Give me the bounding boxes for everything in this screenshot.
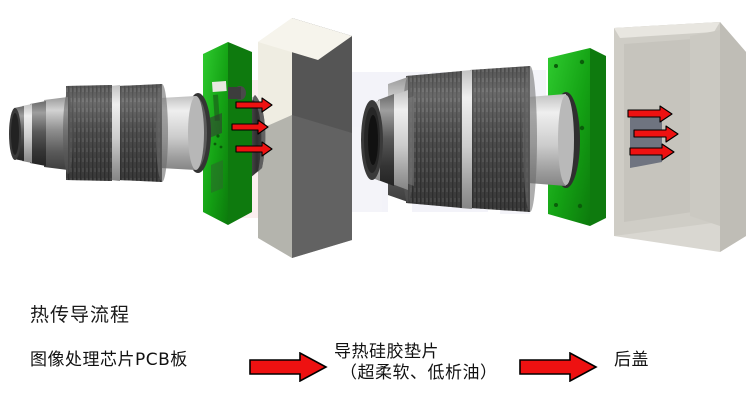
flow-step-cover: 后盖 xyxy=(614,350,649,371)
flow-arrow-1-icon xyxy=(248,352,328,382)
exploded-assembly-illustration xyxy=(9,18,746,258)
flow-step-pcb-suffix: 板 xyxy=(170,350,188,370)
heat-arrow xyxy=(235,141,273,157)
flow-step-pad-line2: （超柔软、低析油） xyxy=(340,363,498,384)
left-camera-module-exploded xyxy=(9,18,352,258)
flow-step-pad-line1: 导热硅胶垫片 xyxy=(334,342,439,362)
right-rear-cover xyxy=(614,22,746,252)
heat-arrow xyxy=(629,143,675,161)
left-heat-flow-arrows xyxy=(231,97,273,157)
flow-title: 热传导流程 xyxy=(30,304,131,326)
heat-arrow xyxy=(231,119,269,135)
left-lens-barrel xyxy=(9,84,211,182)
heat-arrow xyxy=(633,125,679,143)
heat-arrow xyxy=(627,105,673,123)
flow-step-pcb-bold: PCB xyxy=(135,350,171,370)
flow-arrow-2-icon xyxy=(518,352,598,382)
flow-row: 图像处理芯片PCB板 导热硅胶垫片 （超柔软、低析油） 后盖 xyxy=(0,342,746,402)
flow-step-cover-line1: 后盖 xyxy=(614,350,649,370)
right-lens-barrel xyxy=(361,66,580,212)
thermal-flow-diagram: 热传导流程 图像处理芯片PCB板 导热硅胶垫片 （超柔软、低析油） 后盖 xyxy=(0,290,746,410)
flow-step-pcb-prefix: 图像处理芯片 xyxy=(30,350,135,370)
left-rear-housing xyxy=(258,18,352,258)
flow-step-pcb: 图像处理芯片PCB板 xyxy=(30,350,188,371)
right-heat-flow-arrows xyxy=(627,105,679,161)
flow-step-pad: 导热硅胶垫片 （超柔软、低析油） xyxy=(334,342,498,385)
left-pcb-board xyxy=(203,42,252,225)
heat-arrow xyxy=(235,97,273,113)
right-camera-module-exploded xyxy=(361,22,746,252)
